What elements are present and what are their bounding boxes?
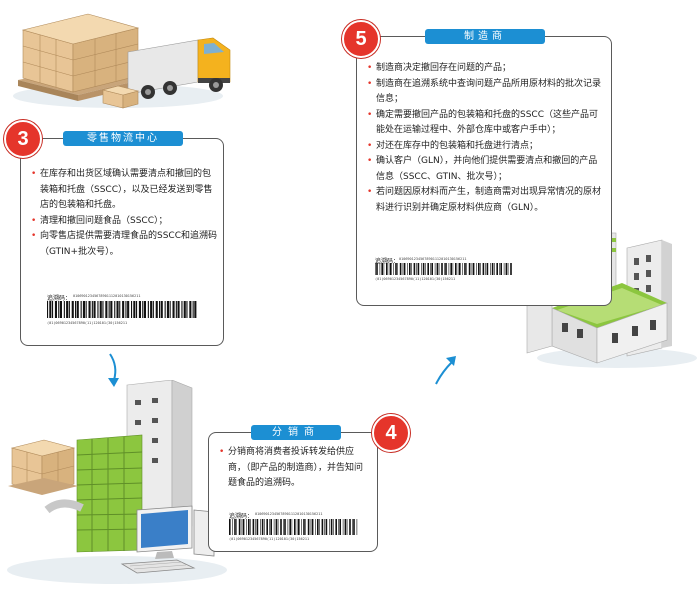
list-item: 制造商在追溯系统中查询问题产品所用原材料的批次记录信息； bbox=[367, 77, 605, 108]
list-item: 分销商将消费者投诉转发给供应商，（即产品的制造商），并告知问题食品的追溯码。 bbox=[219, 445, 371, 492]
list-item: 清理和撤回问题食品（SSCC）； bbox=[31, 214, 217, 230]
barcode-top-text: 01069012345678901112010130156211 bbox=[73, 294, 141, 298]
manufacturer-card-title: 制造商 bbox=[425, 29, 545, 44]
barcode bbox=[229, 519, 358, 535]
step-badge-4: 4 bbox=[372, 414, 410, 452]
retail-card: 零售物流中心 在库存和出货区域确认需要清点和撤回的包装箱和托盘（SSCC），以及… bbox=[20, 131, 224, 346]
distribution-illustration bbox=[7, 380, 227, 584]
flow-arrow-up-icon bbox=[435, 356, 456, 385]
distributor-card-title: 分销商 bbox=[251, 425, 341, 440]
step-badge-3: 3 bbox=[4, 120, 42, 158]
list-item: 确认客户（GLN），并向他们提供需要清点和撤回的产品信息（SSCC、GTIN、批… bbox=[367, 154, 605, 185]
manufacturer-item-list: 制造商决定撤回存在问题的产品； 制造商在追溯系统中查询问题产品所用原材料的批次记… bbox=[367, 61, 605, 216]
list-item: 制造商决定撤回存在问题的产品； bbox=[367, 61, 605, 77]
list-item: 确定需要撤回产品的包装箱和托盘的SSCC（这些产品可能处在运输过程中、外部仓库中… bbox=[367, 108, 605, 139]
barcode-label: 追溯码： bbox=[229, 513, 254, 520]
list-item: 向零售店提供需要清理食品的SSCC和追溯码（GTIN+批次号）。 bbox=[31, 229, 217, 260]
barcode-top-text: 01069012345678901112010130156211 bbox=[399, 257, 467, 261]
barcode-label: 追溯码： bbox=[47, 295, 72, 302]
barcode-top-text: 01069012345678901112010130156211 bbox=[255, 512, 323, 516]
barcode bbox=[47, 301, 197, 318]
truck-illustration bbox=[13, 13, 231, 109]
retail-card-title: 零售物流中心 bbox=[63, 131, 183, 146]
list-item: 在库存和出货区域确认需要清点和撤回的包装箱和托盘（SSCC），以及已经发送到零售… bbox=[31, 167, 217, 214]
barcode bbox=[375, 263, 512, 275]
flow-arrow-down-icon bbox=[108, 353, 119, 387]
list-item: 若问题因原材料而产生，制造商需对出现异常情况的原材料进行识别并确定原材料供应商（… bbox=[367, 185, 605, 216]
distributor-item-list: 分销商将消费者投诉转发给供应商，（即产品的制造商），并告知问题食品的追溯码。 bbox=[219, 445, 371, 492]
manufacturer-card: 制造商 制造商决定撤回存在问题的产品； 制造商在追溯系统中查询问题产品所用原材料… bbox=[356, 29, 612, 306]
barcode-bottom-text: (01)06901234567890(11)120101(30)156211 bbox=[229, 537, 310, 541]
barcode-label: 追溯码： bbox=[375, 258, 400, 265]
distributor-card: 分销商 分销商将消费者投诉转发给供应商，（即产品的制造商），并告知问题食品的追溯… bbox=[208, 425, 378, 552]
barcode-bottom-text: (01)06901234567890(11)120101(30)156211 bbox=[47, 321, 128, 325]
step-badge-5: 5 bbox=[342, 20, 380, 58]
list-item: 对还在库存中的包装箱和托盘进行清点； bbox=[367, 139, 605, 155]
retail-item-list: 在库存和出货区域确认需要清点和撤回的包装箱和托盘（SSCC），以及已经发送到零售… bbox=[31, 167, 217, 260]
barcode-bottom-text: (01)06901234567890(11)120101(30)156211 bbox=[375, 277, 456, 281]
